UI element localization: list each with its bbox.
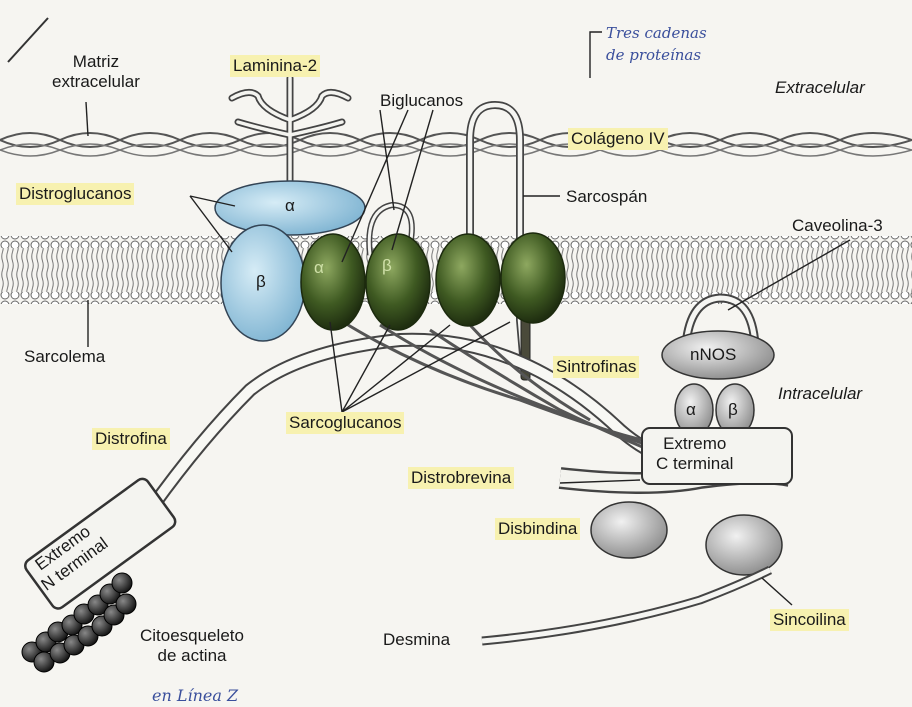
label-intracelular: Intracelular bbox=[778, 384, 862, 404]
label-nnos: nNOS bbox=[690, 345, 736, 365]
handwritten-note-z-line: en Línea Z bbox=[152, 686, 238, 706]
beta-sarcoglycan-letter: β bbox=[382, 256, 392, 276]
gamma-sarcoglycan bbox=[436, 234, 500, 326]
handwritten-note-three-chains: Tres cadenas de proteínas bbox=[606, 22, 707, 66]
label-sarcospan: Sarcospán bbox=[566, 187, 647, 207]
label-sintrofinas: Sintrofinas bbox=[553, 356, 639, 378]
dysbindin-protein bbox=[591, 502, 667, 558]
desmin-filament bbox=[482, 570, 770, 641]
label-extracelular: Extracelular bbox=[775, 78, 865, 98]
label-distroglucanos: Distroglucanos bbox=[16, 183, 134, 205]
alpha-dystroglycan-letter: α bbox=[285, 196, 295, 216]
beta-dystroglycan-letter: β bbox=[256, 272, 266, 292]
beta-syntrophin-letter: β bbox=[728, 400, 738, 420]
label-sarcoglucanos: Sarcoglucanos bbox=[286, 412, 404, 434]
extracellular-matrix-fibers bbox=[0, 133, 912, 156]
label-biglucanos: Biglucanos bbox=[380, 91, 463, 111]
syncoilin-protein bbox=[706, 515, 782, 575]
label-desmina: Desmina bbox=[383, 630, 450, 650]
label-citoesqueleto-de-actina: Citoesqueleto de actina bbox=[140, 626, 244, 666]
label-sarcolema: Sarcolema bbox=[24, 347, 105, 367]
label-distrobrevina: Distrobrevina bbox=[408, 467, 514, 489]
label-laminina-2: Laminina-2 bbox=[230, 55, 320, 77]
corner-mark bbox=[8, 18, 48, 62]
label-distrofina: Distrofina bbox=[92, 428, 170, 450]
label-disbindina: Disbindina bbox=[495, 518, 580, 540]
beta-sarcoglycan bbox=[366, 234, 430, 330]
alpha-syntrophin-letter: α bbox=[686, 400, 696, 420]
delta-sarcoglycan bbox=[501, 233, 565, 323]
label-caveolina-3: Caveolina-3 bbox=[792, 216, 883, 236]
label-sincoilina: Sincoilina bbox=[770, 609, 849, 631]
label-matriz-extracelular: Matriz extracelular bbox=[52, 52, 140, 92]
label-extremo-c-terminal: Extremo C terminal bbox=[656, 434, 733, 474]
alpha-sarcoglycan bbox=[301, 234, 365, 330]
alpha-sarcoglycan-letter: α bbox=[314, 258, 324, 278]
label-colageno-iv: Colágeno IV bbox=[568, 128, 668, 150]
